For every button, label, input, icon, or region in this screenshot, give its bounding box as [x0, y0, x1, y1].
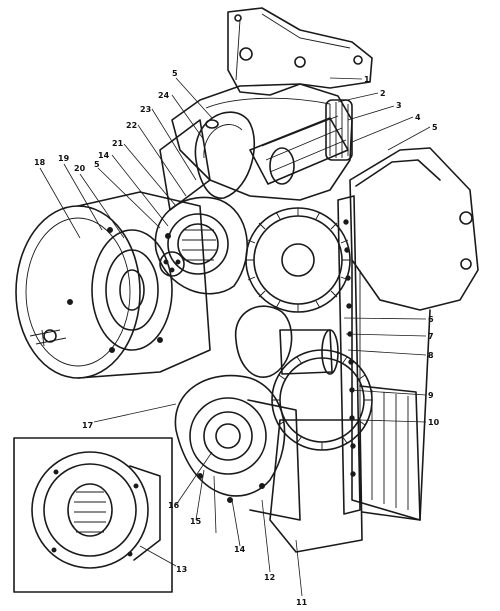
callout-5-right: 5 [432, 123, 438, 132]
callout-6: 6 [428, 315, 434, 324]
left-drum-cover [15, 191, 211, 379]
callout-18: 18 [34, 158, 46, 167]
callout-10: 10 [428, 418, 440, 427]
callout-1: 1 [364, 75, 370, 84]
callout-21: 21 [112, 139, 124, 148]
callout-19: 19 [58, 154, 70, 163]
bolted-plate [337, 195, 361, 515]
lower-bearing-hub [174, 374, 301, 521]
callout-5-top: 5 [172, 69, 178, 78]
right-flange-housing [349, 147, 479, 521]
inset-flange-detail [13, 437, 173, 593]
callout-11: 11 [296, 598, 308, 607]
callout-14-lower: 14 [234, 545, 246, 554]
upper-shaft [249, 99, 353, 185]
main-housing [159, 83, 353, 211]
lower-large-gear [271, 349, 373, 451]
upper-dome-cover [194, 111, 256, 199]
upper-left-bearing-hub [154, 196, 248, 295]
callout-labels: 1 2 3 4 5 5 5 6 7 8 9 10 11 12 13 14 14 … [34, 69, 440, 607]
callout-7: 7 [428, 332, 434, 341]
callout-24: 24 [158, 91, 170, 100]
callout-12: 12 [264, 573, 275, 582]
middle-dome-cover [234, 305, 339, 378]
callout-14-upper: 14 [98, 151, 110, 160]
large-central-gear [245, 207, 351, 313]
callout-16: 16 [168, 501, 180, 510]
callout-13: 13 [176, 565, 187, 574]
callout-3: 3 [396, 101, 402, 110]
callout-22: 22 [126, 121, 137, 130]
leader-lines [39, 77, 431, 597]
callout-8: 8 [428, 351, 434, 360]
callout-9: 9 [428, 391, 434, 400]
callout-20: 20 [74, 164, 86, 173]
callout-17: 17 [82, 421, 93, 430]
callout-5-left: 5 [94, 160, 100, 169]
callout-4: 4 [415, 113, 421, 122]
callout-2: 2 [380, 89, 386, 98]
callout-23: 23 [140, 105, 151, 114]
callout-15: 15 [190, 517, 202, 526]
top-mounting-bracket [227, 7, 373, 96]
lower-housing-fins [269, 385, 421, 553]
